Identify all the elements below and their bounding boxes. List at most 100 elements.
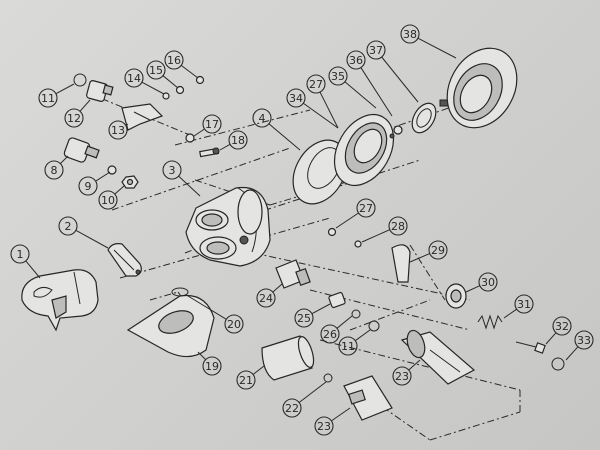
callout-circle-35 bbox=[328, 66, 348, 86]
part-bolt-18 bbox=[199, 147, 220, 158]
callout-circle-12 bbox=[64, 108, 84, 128]
callout-circle-15 bbox=[146, 60, 166, 80]
callout-leader-33 bbox=[565, 346, 579, 361]
part-retaining-ring bbox=[333, 114, 395, 186]
callout-leader-4 bbox=[268, 123, 301, 151]
callout-leader-3 bbox=[178, 175, 201, 197]
callout-circle-38 bbox=[400, 24, 420, 44]
callout-leader-32 bbox=[545, 332, 557, 345]
part-clamp-strap bbox=[107, 243, 142, 277]
callout-circle-17 bbox=[202, 114, 222, 134]
part-valve-assembly-upper bbox=[400, 329, 476, 385]
callout-circle-34 bbox=[286, 88, 306, 108]
part-valve-assembly-lower bbox=[343, 375, 393, 421]
callout-circle-8 bbox=[44, 160, 64, 180]
part-hose-protector bbox=[261, 335, 315, 381]
callout-number-27: 27 bbox=[309, 78, 323, 91]
callout-circle-3 bbox=[162, 160, 182, 180]
callout-leader-29 bbox=[409, 253, 430, 263]
callout-number-37: 37 bbox=[369, 44, 383, 57]
callout-number-28: 28 bbox=[391, 220, 405, 233]
part-front-cover bbox=[446, 47, 518, 129]
callout-leader-24 bbox=[272, 283, 283, 293]
callout-number-13: 13 bbox=[111, 124, 125, 137]
callout-number-34: 34 bbox=[289, 92, 303, 105]
callout-number-38: 38 bbox=[403, 28, 417, 41]
callout-leader-19 bbox=[197, 351, 206, 360]
callout-leader-27 bbox=[335, 212, 359, 229]
callout-number-30: 30 bbox=[481, 276, 495, 289]
part-nut-27 bbox=[327, 227, 337, 237]
callout-leader-36 bbox=[360, 67, 393, 117]
part-o-ring-22 bbox=[323, 373, 333, 383]
part-adjustment-knob bbox=[63, 137, 100, 163]
callout-number-35: 35 bbox=[331, 70, 345, 83]
callout-number-31: 31 bbox=[517, 298, 531, 311]
callout-leader-11 bbox=[55, 83, 75, 95]
callout-leader-10 bbox=[114, 185, 125, 195]
part-mouthpiece bbox=[21, 269, 99, 332]
callout-leader-31 bbox=[503, 308, 517, 319]
callout-circle-25 bbox=[294, 308, 314, 328]
callout-leader-17 bbox=[193, 128, 205, 137]
callout-number-12: 12 bbox=[67, 112, 81, 125]
callout-leader-11 bbox=[354, 329, 371, 342]
callout-circle-1 bbox=[10, 244, 30, 264]
callout-leader-14 bbox=[141, 81, 165, 95]
callout-number-36: 36 bbox=[349, 54, 363, 67]
callout-number-19: 19 bbox=[205, 360, 219, 373]
assembly-axis-lines bbox=[87, 92, 521, 441]
callout-leader-23 bbox=[408, 359, 421, 371]
callout-leader-15 bbox=[162, 75, 179, 89]
part-small-disc bbox=[389, 125, 403, 139]
callout-number-22: 22 bbox=[285, 402, 299, 415]
callout-circle-11 bbox=[338, 336, 358, 356]
part-small-spring bbox=[175, 85, 185, 95]
callout-number-15: 15 bbox=[149, 64, 163, 77]
callout-circle-26 bbox=[320, 324, 340, 344]
callout-circle-37 bbox=[366, 40, 386, 60]
callout-circle-10 bbox=[98, 190, 118, 210]
part-valve-lever bbox=[391, 244, 411, 283]
callout-number-17: 17 bbox=[205, 118, 219, 131]
callout-number-26: 26 bbox=[323, 328, 337, 341]
callout-circle-32 bbox=[552, 316, 572, 336]
part-purge-disc bbox=[411, 99, 449, 134]
part-lever bbox=[121, 103, 164, 131]
callout-leader-30 bbox=[465, 285, 481, 293]
callout-number-20: 20 bbox=[227, 318, 241, 331]
callout-number-3: 3 bbox=[169, 164, 176, 177]
callout-number-2: 2 bbox=[65, 220, 72, 233]
part-swivel-fitting bbox=[86, 80, 114, 102]
part-hex-nut bbox=[121, 175, 139, 189]
callout-circle-28 bbox=[388, 216, 408, 236]
part-o-ring-33 bbox=[551, 357, 565, 371]
callout-number-21: 21 bbox=[239, 374, 253, 387]
callout-leader-25 bbox=[311, 303, 331, 315]
part-spring bbox=[477, 314, 503, 330]
callout-number-25: 25 bbox=[297, 312, 311, 325]
callout-circle-20 bbox=[224, 314, 244, 334]
part-valve-nut bbox=[445, 283, 467, 309]
callout-circle-21 bbox=[236, 370, 256, 390]
part-washer-28 bbox=[354, 240, 362, 248]
callout-circle-33 bbox=[574, 330, 594, 350]
callout-circle-24 bbox=[256, 288, 276, 308]
callout-leader-35 bbox=[344, 81, 377, 109]
callout-leader-18 bbox=[219, 143, 231, 151]
callout-leader-20 bbox=[187, 295, 227, 320]
callout-number-14: 14 bbox=[127, 72, 141, 85]
part-small-screw bbox=[162, 92, 170, 100]
callout-leader-16 bbox=[180, 65, 199, 79]
callout-number-33: 33 bbox=[577, 334, 591, 347]
callout-leader-12 bbox=[79, 99, 91, 112]
callout-leader-2 bbox=[75, 229, 109, 249]
part-valve-pin bbox=[515, 341, 546, 354]
callout-circle-29 bbox=[428, 240, 448, 260]
callout-circle-4 bbox=[252, 108, 272, 128]
callout-number-24: 24 bbox=[259, 292, 273, 305]
part-exhaust-deflector bbox=[126, 294, 215, 358]
callout-circle-27 bbox=[306, 74, 326, 94]
callout-number-9: 9 bbox=[85, 180, 92, 193]
